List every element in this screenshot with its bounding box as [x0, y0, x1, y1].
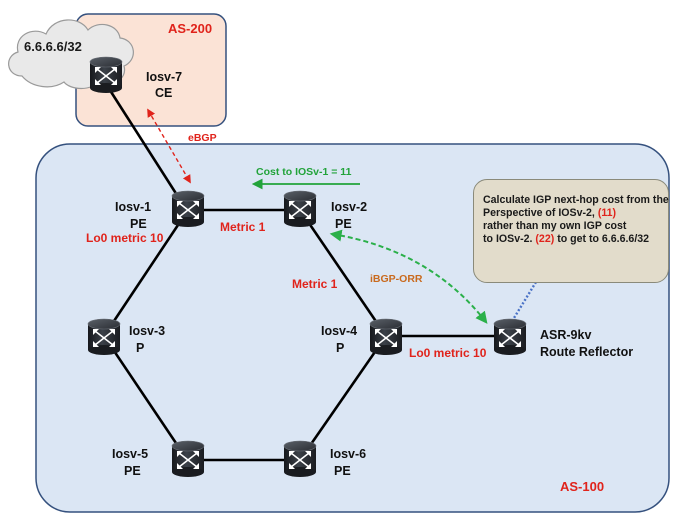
router-iosv3-role: P — [136, 341, 144, 355]
cost-label: Cost to IOSv-1 = 11 — [256, 166, 352, 178]
ibgp-orr-arrow — [329, 229, 488, 324]
router-iosv1-name: Iosv-1 — [115, 200, 151, 214]
router-iosv3-name: Iosv-3 — [129, 324, 165, 338]
ebgp-label: eBGP — [188, 132, 217, 144]
callout-line-4-end: to get to 6.6.6.6/32 — [557, 233, 650, 245]
router-iosv1-role: PE — [130, 217, 147, 231]
router-asr-role: Route Reflector — [540, 345, 633, 359]
router-asr-icon[interactable] — [493, 318, 527, 356]
router-iosv5-name: Iosv-5 — [112, 447, 148, 461]
as-200-label: AS-200 — [168, 21, 212, 36]
as-100-label: AS-100 — [560, 479, 604, 494]
router-iosv4-name: Iosv-4 — [321, 324, 357, 338]
link-iosv7-iosv1 — [104, 83, 186, 207]
lo0-right-label: Lo0 metric 10 — [409, 346, 487, 360]
router-iosv6-name: Iosv-6 — [330, 447, 366, 461]
router-iosv6-icon[interactable] — [283, 440, 317, 478]
callout-line-3: rather than my own IGP cost — [483, 220, 627, 232]
router-iosv4-icon[interactable] — [369, 318, 403, 356]
callout-pointer — [512, 281, 538, 319]
router-iosv1-icon[interactable] — [171, 190, 205, 228]
link-iosv1-iosv3 — [102, 209, 190, 337]
router-asr-name: ASR-9kv — [540, 328, 591, 342]
router-iosv7-name: Iosv-7 — [146, 70, 182, 84]
router-iosv7-role: CE — [155, 86, 172, 100]
router-iosv2-name: Iosv-2 — [331, 200, 367, 214]
metric-top-label: Metric 1 — [220, 220, 266, 234]
callout-line-2: Perspective of IOSv-2, (11) — [483, 207, 662, 220]
callout-line-1: Calculate IGP next-hop cost from the — [483, 194, 669, 206]
router-iosv5-role: PE — [124, 464, 141, 478]
link-iosv3-iosv5 — [102, 335, 188, 459]
link-iosv6-iosv4 — [298, 335, 388, 461]
orr-callout: Calculate IGP next-hop cost from the Per… — [473, 179, 669, 283]
callout-cost-22: (22) — [535, 233, 555, 245]
ibgp-orr-label: iBGP-ORR — [370, 273, 423, 285]
callout-line-4-text: to IOSv-2. — [483, 233, 533, 245]
lo0-left-label: Lo0 metric 10 — [86, 231, 164, 245]
router-iosv4-role: P — [336, 341, 344, 355]
router-iosv2-role: PE — [335, 217, 352, 231]
cloud-prefix: 6.6.6.6/32 — [24, 39, 82, 54]
router-iosv3-icon[interactable] — [87, 318, 121, 356]
router-iosv5-icon[interactable] — [171, 440, 205, 478]
metric-right-label: Metric 1 — [292, 277, 338, 291]
callout-cost-11: (11) — [597, 207, 617, 219]
router-iosv7-icon[interactable] — [89, 56, 123, 94]
callout-line-4: to IOSv-2. (22) to get to 6.6.6.6/32 — [483, 233, 662, 246]
router-iosv2-icon[interactable] — [283, 190, 317, 228]
router-iosv6-role: PE — [334, 464, 351, 478]
callout-line-2-text: Perspective of IOSv-2, — [483, 207, 595, 219]
